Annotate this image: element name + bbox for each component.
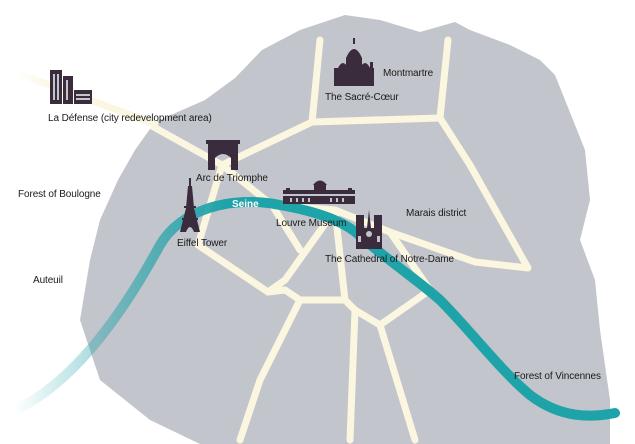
label-la-defense: La Défense (city redevelopment area) xyxy=(48,113,212,124)
label-notre-dame: The Cathedral of Notre-Dame xyxy=(325,254,455,265)
label-auteuil: Auteuil xyxy=(33,275,63,286)
basilica-icon xyxy=(334,38,374,86)
seine-river xyxy=(10,197,620,421)
arch-icon xyxy=(206,140,240,170)
label-sacre-coeur: The Sacré-Cœur xyxy=(325,92,399,103)
label-forest-of-vincennes: Forest of Vincennes xyxy=(514,371,601,382)
skyscrapers-icon xyxy=(50,70,92,104)
label-eiffel-tower: Eiffel Tower xyxy=(177,238,228,249)
label-louvre-museum: Louvre Museum xyxy=(276,218,346,229)
label-montmartre: Montmartre xyxy=(383,68,434,79)
palace-icon xyxy=(282,180,356,204)
cathedral-icon xyxy=(356,210,382,249)
label-arc-de-triomphe: Arc de Triomphe xyxy=(196,173,268,184)
tower-icon xyxy=(180,178,200,232)
label-marais-district: Marais district xyxy=(406,208,466,219)
river-label: Seine xyxy=(232,199,259,210)
label-forest-of-boulogne: Forest of Boulogne xyxy=(18,189,101,200)
